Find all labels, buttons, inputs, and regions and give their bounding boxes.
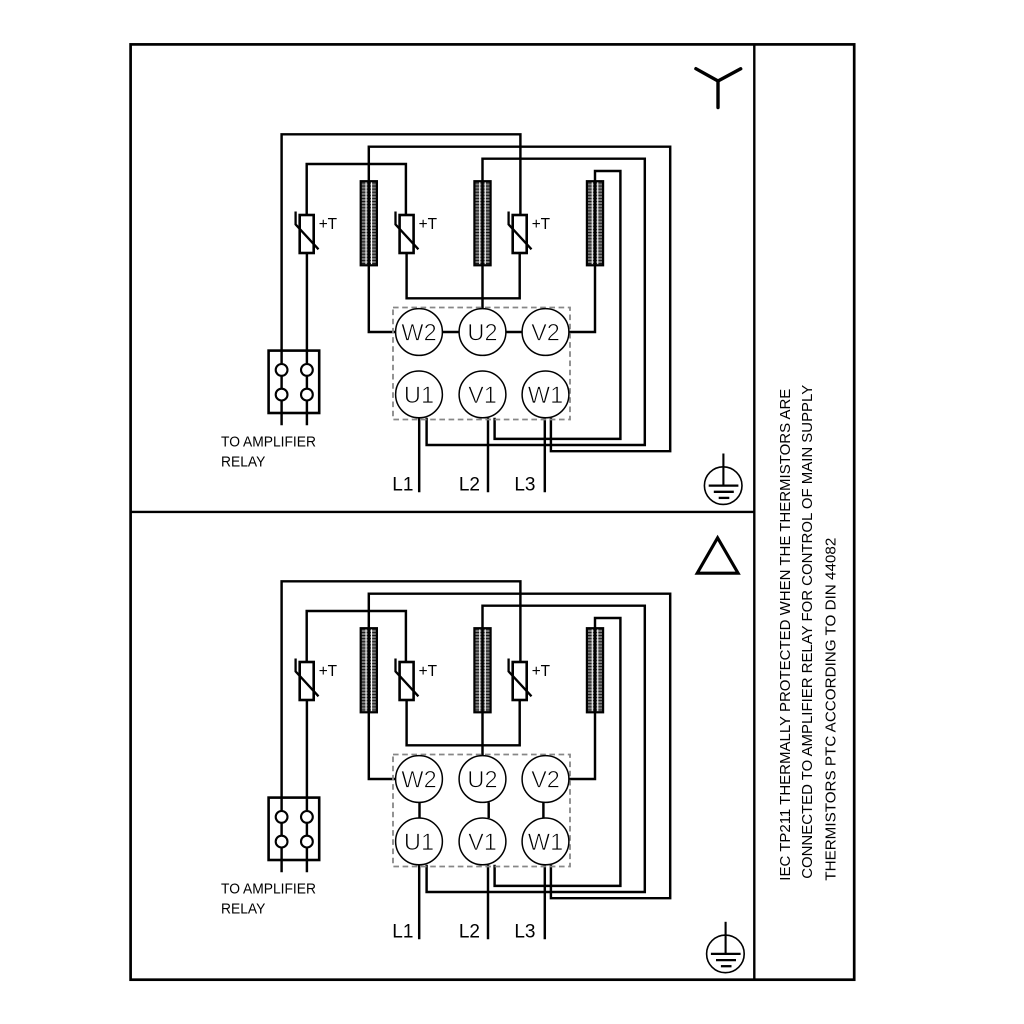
svg-text:+T: +T (419, 663, 438, 680)
svg-text:RELAY: RELAY (221, 901, 266, 918)
svg-text:TO AMPLIFIER: TO AMPLIFIER (221, 434, 316, 451)
svg-text:THERMISTORS PTC ACCORDING TO D: THERMISTORS PTC ACCORDING TO DIN 44082 (824, 538, 840, 881)
svg-text:U2: U2 (467, 321, 497, 347)
svg-text:L2: L2 (459, 922, 480, 943)
svg-text:W2: W2 (401, 321, 436, 347)
svg-text:+T: +T (319, 663, 338, 680)
svg-text:L2: L2 (459, 475, 480, 496)
svg-text:+T: +T (419, 216, 438, 233)
svg-text:RELAY: RELAY (221, 454, 266, 471)
svg-text:V1: V1 (468, 383, 497, 409)
svg-text:U1: U1 (404, 830, 434, 856)
svg-text:V1: V1 (468, 830, 497, 856)
svg-text:TO AMPLIFIER: TO AMPLIFIER (221, 881, 316, 898)
svg-text:V2: V2 (531, 321, 560, 347)
svg-text:U1: U1 (404, 383, 434, 409)
svg-text:W1: W1 (528, 383, 563, 409)
svg-text:L1: L1 (392, 475, 413, 496)
svg-text:U2: U2 (467, 768, 497, 794)
svg-text:+T: +T (532, 663, 551, 680)
svg-text:W1: W1 (528, 830, 563, 856)
svg-text:+T: +T (319, 216, 338, 233)
svg-text:W2: W2 (401, 768, 436, 794)
svg-text:L3: L3 (514, 922, 535, 943)
svg-text:CONNECTED TO AMPLIFIER RELAY F: CONNECTED TO AMPLIFIER RELAY FOR CONTROL… (800, 385, 816, 879)
svg-text:IEC TP211 THERMALLY PROTECTED: IEC TP211 THERMALLY PROTECTED WHEN THE T… (778, 388, 794, 880)
svg-text:L1: L1 (392, 922, 413, 943)
svg-text:V2: V2 (531, 768, 560, 794)
svg-text:+T: +T (532, 216, 551, 233)
svg-text:L3: L3 (514, 475, 535, 496)
